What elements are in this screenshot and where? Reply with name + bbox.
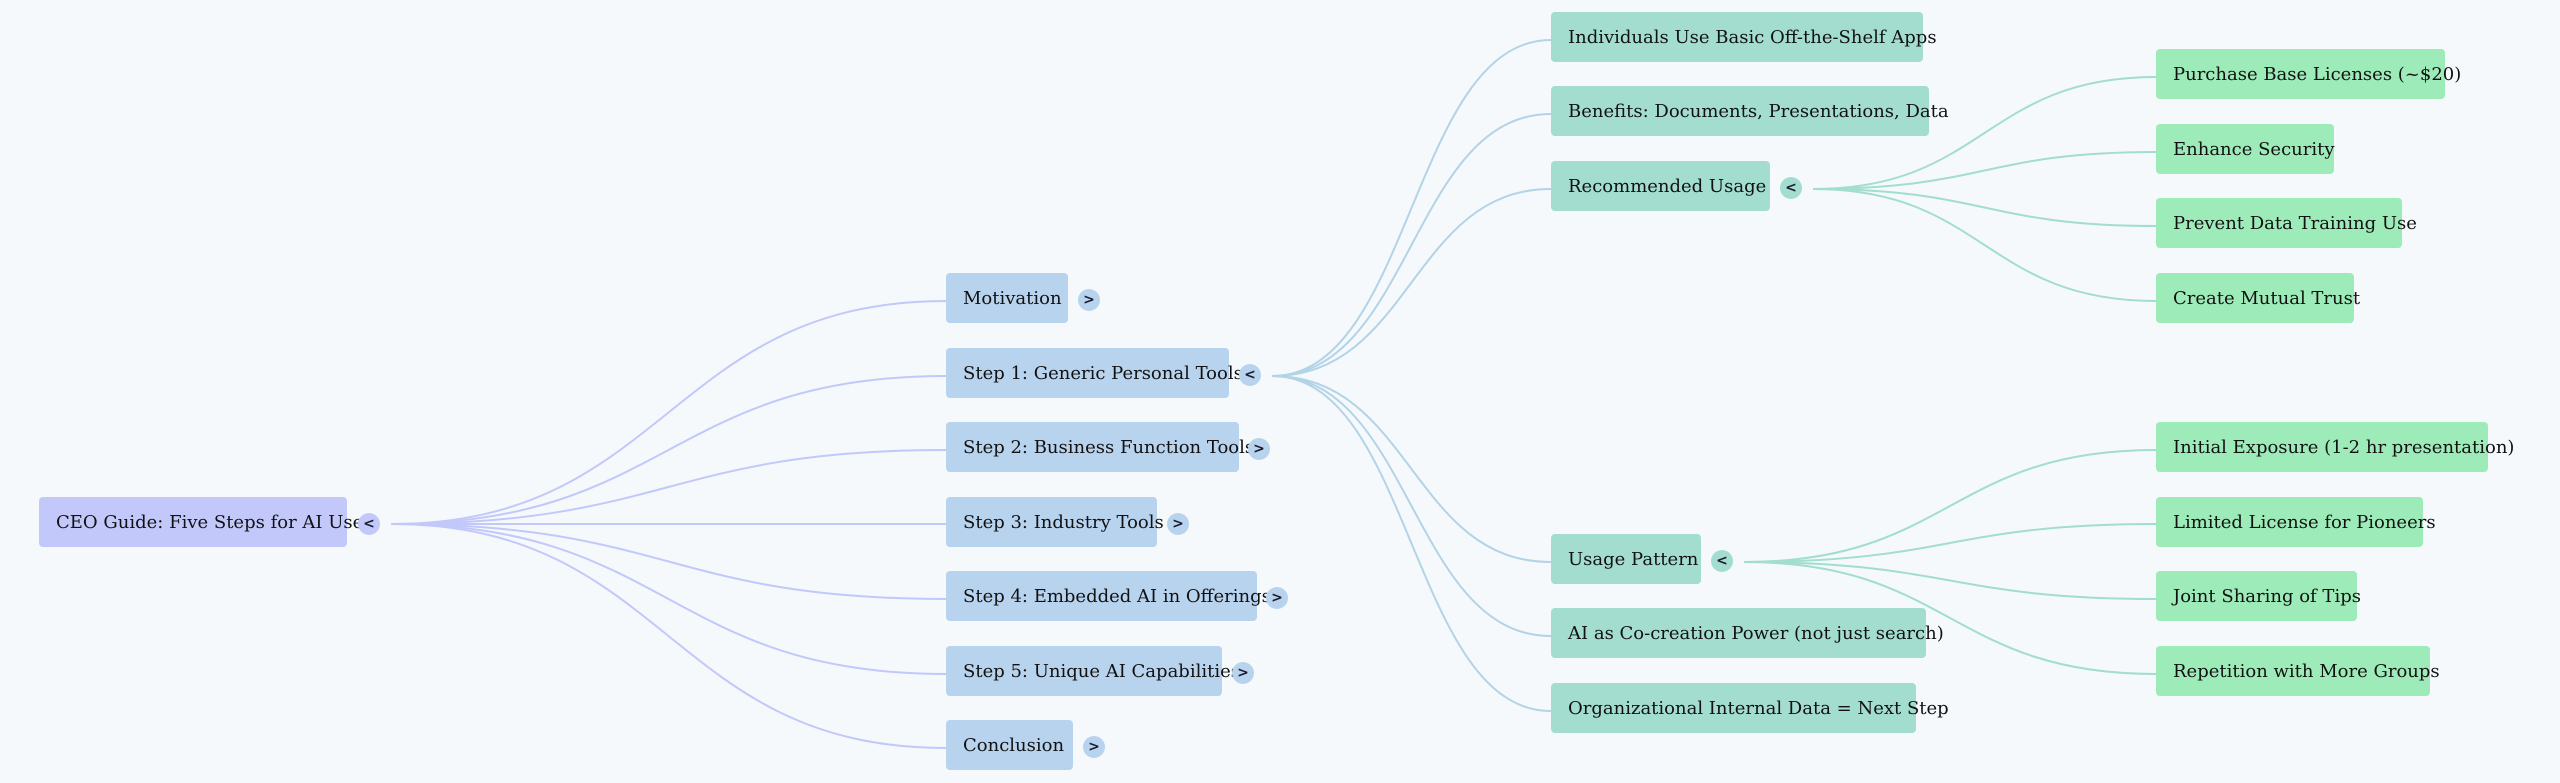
detail-node-co-creation[interactable]: AI as Co-creation Power (not just search…: [1551, 608, 1944, 658]
leaf-label: Prevent Data Training Use: [2173, 212, 2417, 234]
leaf-label: Create Mutual Trust: [2173, 287, 2361, 309]
connector-line: [1271, 188, 1552, 377]
detail-node-recommended-usage[interactable]: Recommended Usage: [1551, 161, 1770, 211]
root-node[interactable]: CEO Guide: Five Steps for AI Use: [39, 497, 363, 547]
collapse-toggle-root[interactable]: <: [358, 513, 380, 535]
step-node-step-1[interactable]: Step 1: Generic Personal Tools: [946, 348, 1243, 398]
collapse-toggle-recommended-usage[interactable]: <: [1780, 177, 1802, 199]
connector-line: [390, 523, 947, 675]
connector-line: [390, 523, 947, 600]
root-label: CEO Guide: Five Steps for AI Use: [56, 511, 364, 533]
leaf-label: Joint Sharing of Tips: [2173, 585, 2361, 607]
detail-label: Individuals Use Basic Off-the-Shelf Apps: [1568, 26, 1937, 48]
step-node-step-4[interactable]: Step 4: Embedded AI in Offerings: [946, 571, 1271, 621]
leaf-node-repetition[interactable]: Repetition with More Groups: [2156, 646, 2440, 696]
expand-toggle-step-2[interactable]: >: [1248, 438, 1270, 460]
step-node-motivation[interactable]: Motivation: [946, 273, 1068, 323]
leaf-node-initial-exposure[interactable]: Initial Exposure (1-2 hr presentation): [2156, 422, 2514, 472]
step-node-step-2[interactable]: Step 2: Business Function Tools: [946, 422, 1254, 472]
connector-line: [390, 449, 947, 525]
leaf-node-limited-license[interactable]: Limited License for Pioneers: [2156, 497, 2436, 547]
detail-node-off-the-shelf[interactable]: Individuals Use Basic Off-the-Shelf Apps: [1551, 12, 1937, 62]
connector-line: [1743, 449, 2157, 563]
connector-line: [1812, 76, 2157, 190]
step-label: Step 5: Unique AI Capabilities: [963, 660, 1240, 682]
step-node-step-5[interactable]: Step 5: Unique AI Capabilities: [946, 646, 1240, 696]
leaf-label: Repetition with More Groups: [2173, 660, 2440, 682]
connector-line: [390, 300, 947, 525]
connector-line: [1812, 151, 2157, 190]
collapse-toggle-usage-pattern[interactable]: <: [1711, 550, 1733, 572]
step-label: Step 1: Generic Personal Tools: [963, 362, 1243, 384]
connector-line: [390, 375, 947, 525]
step-label: Step 2: Business Function Tools: [963, 436, 1255, 458]
detail-label: AI as Co-creation Power (not just search…: [1568, 622, 1944, 644]
connector-line: [390, 523, 947, 749]
step-label: Step 4: Embedded AI in Offerings: [963, 585, 1271, 607]
detail-node-benefits[interactable]: Benefits: Documents, Presentations, Data: [1551, 86, 1949, 136]
connector-line: [1812, 188, 2157, 302]
connector-line: [1271, 375, 1552, 563]
connector-line: [1812, 188, 2157, 227]
detail-node-usage-pattern[interactable]: Usage Pattern: [1551, 534, 1701, 584]
step-label: Motivation: [963, 287, 1062, 309]
expand-toggle-step-4[interactable]: >: [1266, 587, 1288, 609]
collapse-toggle-step-1[interactable]: <: [1239, 364, 1261, 386]
leaf-label: Enhance Security: [2173, 138, 2335, 160]
leaf-node-sharing-tips[interactable]: Joint Sharing of Tips: [2156, 571, 2361, 621]
step-node-conclusion[interactable]: Conclusion: [946, 720, 1073, 770]
step-label: Conclusion: [963, 734, 1065, 756]
connector-line: [1271, 375, 1552, 712]
leaf-node-base-licenses[interactable]: Purchase Base Licenses (~$20): [2156, 49, 2461, 99]
expand-toggle-step-3[interactable]: >: [1167, 513, 1189, 535]
expand-toggle-step-5[interactable]: >: [1232, 662, 1254, 684]
detail-node-internal-data[interactable]: Organizational Internal Data = Next Step: [1551, 683, 1949, 733]
leaf-node-prevent-training[interactable]: Prevent Data Training Use: [2156, 198, 2417, 248]
leaf-label: Limited License for Pioneers: [2173, 511, 2436, 533]
step-node-step-3[interactable]: Step 3: Industry Tools: [946, 497, 1164, 547]
connector-line: [1743, 561, 2157, 675]
expand-toggle-motivation[interactable]: >: [1078, 289, 1100, 311]
detail-label: Recommended Usage: [1568, 175, 1767, 197]
leaf-label: Initial Exposure (1-2 hr presentation): [2173, 436, 2515, 458]
connector-line: [1271, 39, 1552, 377]
detail-label: Benefits: Documents, Presentations, Data: [1568, 100, 1949, 122]
leaf-node-mutual-trust[interactable]: Create Mutual Trust: [2156, 273, 2360, 323]
leaf-label: Purchase Base Licenses (~$20): [2173, 63, 2462, 85]
detail-label: Organizational Internal Data = Next Step: [1568, 697, 1949, 719]
connector-line: [1743, 523, 2157, 563]
connector-line: [1271, 375, 1552, 637]
step-label: Step 3: Industry Tools: [963, 511, 1164, 533]
leaf-node-enhance-security[interactable]: Enhance Security: [2156, 124, 2335, 174]
connector-line: [1271, 113, 1552, 377]
expand-toggle-conclusion[interactable]: >: [1083, 736, 1105, 758]
connector-line: [1743, 561, 2157, 600]
detail-label: Usage Pattern: [1568, 548, 1699, 570]
